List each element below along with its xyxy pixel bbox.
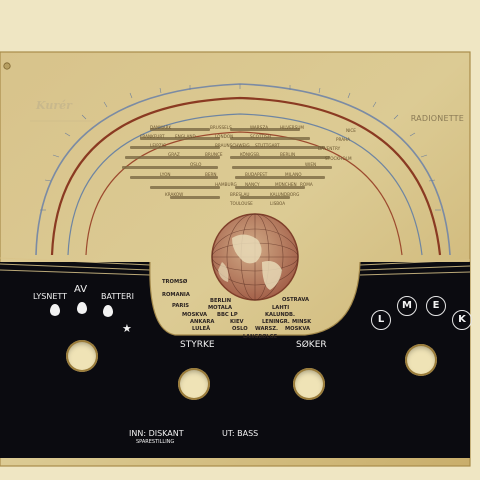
dial-station-label: ENGLAND	[175, 134, 196, 139]
dial-station-label: BRESLAU	[230, 192, 250, 197]
dial-station-label: STUTTGART	[255, 143, 280, 148]
volume-label: STYRKE	[180, 340, 215, 350]
globe-station-label: MOTALA	[208, 305, 233, 311]
globe-station-label: LULEÅ	[192, 326, 211, 332]
dial-station-label: MILANO	[285, 172, 302, 177]
off-label: AV	[74, 284, 88, 295]
band-button-e[interactable]: E	[426, 296, 446, 316]
band-button-m[interactable]: M	[397, 296, 417, 316]
dial-station-label: DANMARK	[150, 125, 172, 130]
dial-arc-inner-red	[85, 131, 403, 256]
dial-station-label: TOULOUSE	[230, 201, 253, 206]
dial-station-label: GRAZ	[168, 152, 180, 157]
dial-station-label: FRANKFURT	[140, 134, 165, 139]
dial-arc-inner-blue	[67, 113, 423, 256]
dial-station-label: MÜNCHEN	[275, 182, 297, 187]
dial-station-label: NICE	[346, 128, 356, 133]
dial-station-label: WIEN	[305, 162, 317, 167]
dial-station-label: BRUNCE	[205, 152, 223, 157]
globe-station-label: KALUNDB.	[265, 312, 295, 318]
search-label: SØKER	[296, 340, 327, 350]
dial-station-label: DAVENTRY	[318, 146, 341, 151]
dial-station-label: STOCKHOLM	[325, 156, 352, 161]
dial-station-label: HILVERSUM	[280, 125, 305, 130]
drop-icon[interactable]	[50, 304, 60, 316]
bass-label: UT: BASS	[222, 429, 259, 438]
panel-stripes	[0, 257, 471, 276]
globe-station-label: MOSKVA	[285, 326, 311, 332]
globe-station-label: OSTRAVA	[282, 297, 310, 303]
globe-station-label: MOSKVA	[182, 312, 208, 318]
search-knob-hole[interactable]	[293, 368, 325, 400]
globe-station-label: OSLO	[232, 326, 248, 332]
dial-ticks	[40, 84, 441, 211]
globe-station-label: BBC LP	[217, 312, 238, 318]
tone-sub-label: SPARESTILLING	[136, 439, 175, 445]
dial-station-label: NANCY	[245, 182, 260, 187]
black-control-panel	[0, 262, 470, 458]
dial-station-label: LISBOA	[270, 201, 286, 206]
dial-station-label: BUDAPEST	[245, 172, 268, 177]
dial-station-label: BRAUNSCHWEIG	[215, 143, 250, 148]
band-knob-hole[interactable]	[405, 344, 437, 376]
dial-station-label: PRAHA	[336, 137, 351, 142]
dial-station-label: OSLO	[190, 162, 202, 167]
dial-station-label: LONDON	[215, 134, 234, 139]
power-knob-hole[interactable]	[66, 340, 98, 372]
dial-station-label: KALUNDBORG	[270, 192, 300, 197]
dial-station-label: KÖNIGSB.	[240, 152, 261, 157]
globe-station-label: KIEV	[230, 319, 244, 325]
star-icon: ★	[122, 322, 132, 335]
dial-station-label: KRAKOW	[165, 192, 184, 197]
dial-station-label: HAMBURG	[215, 182, 237, 187]
globe-station-label: BERLIN	[210, 298, 232, 304]
globe-station-label: LENINGR.	[262, 319, 290, 325]
globe-station-label: ANKARA	[190, 319, 215, 325]
dial-station-label: BRUSSELS	[210, 125, 232, 130]
dial-arc-red	[50, 96, 442, 256]
globe-station-label: ROMANIA	[162, 292, 190, 298]
dial-station-label: WARSZA	[250, 125, 269, 130]
globe-station-label: MINSK	[292, 319, 312, 325]
globe-station-label: WARSZ.	[255, 326, 278, 332]
globe-station-label: PARIS	[172, 303, 190, 309]
band-button-l[interactable]: L	[371, 310, 391, 330]
brand-logo: Kurér	[36, 99, 72, 112]
volume-knob-hole[interactable]	[178, 368, 210, 400]
dial-station-label: ROMA	[300, 182, 313, 187]
tone-label: INN: DISKANT	[129, 429, 184, 438]
brightness-label: LYSNETT	[33, 292, 68, 301]
globe-station-label: LAHTI	[272, 305, 290, 311]
dial-station-label: LYON	[160, 172, 171, 177]
longwave-label: LANGBØLGE	[243, 334, 278, 340]
dial-station-label: BERLIN	[280, 152, 296, 157]
dial-station-lines	[122, 128, 332, 199]
dial-station-label: LEIPZIG	[150, 143, 167, 148]
drop-icon[interactable]	[103, 305, 113, 317]
globe-station-label: TROMSØ	[162, 279, 188, 285]
dial-station-label: BERN	[205, 172, 217, 177]
band-button-k[interactable]: K	[452, 310, 472, 330]
drop-icon[interactable]	[77, 302, 87, 314]
dial-station-label: SCOTTISH	[250, 134, 271, 139]
battery-label: BATTERI	[101, 292, 134, 301]
maker-logo: RADIONETTE	[410, 114, 464, 123]
screw-icon	[3, 62, 11, 70]
